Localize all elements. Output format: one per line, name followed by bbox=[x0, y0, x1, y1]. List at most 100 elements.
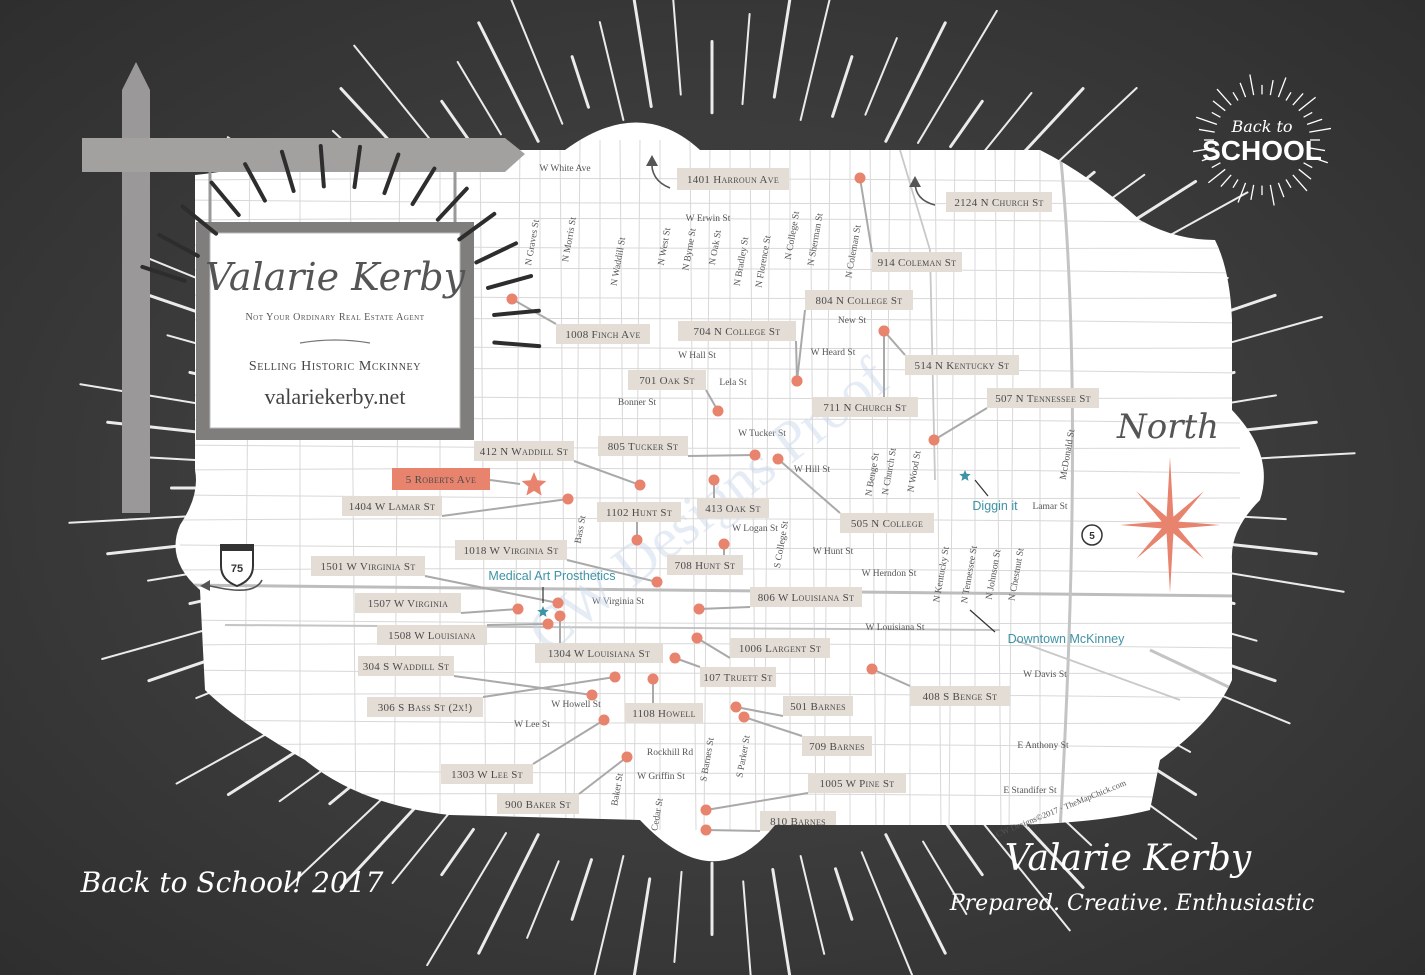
address-marker[interactable] bbox=[621, 751, 633, 763]
address-marker[interactable] bbox=[712, 405, 724, 417]
badge-ray bbox=[1196, 116, 1218, 126]
badge-ray bbox=[1277, 77, 1287, 98]
address-marker[interactable] bbox=[586, 689, 598, 701]
address-label-box bbox=[946, 192, 1052, 212]
address-marker[interactable] bbox=[718, 538, 730, 550]
address-marker[interactable] bbox=[634, 479, 646, 491]
badge-ray bbox=[1207, 168, 1226, 184]
address-label[interactable]: 1404 W Lamar St bbox=[349, 501, 435, 513]
address-marker[interactable] bbox=[598, 714, 610, 726]
address-label[interactable]: 107 Truett St bbox=[703, 672, 772, 684]
address-label[interactable]: 709 Barnes bbox=[809, 741, 865, 753]
poi-label[interactable]: Diggin it bbox=[972, 499, 1018, 513]
address-label[interactable]: 810 Barnes bbox=[770, 816, 826, 828]
home-star-marker[interactable] bbox=[521, 472, 547, 496]
ray bbox=[440, 827, 475, 877]
address-marker[interactable] bbox=[772, 453, 784, 465]
address-marker[interactable] bbox=[669, 652, 681, 664]
address-label[interactable]: 1501 W Virginia St bbox=[320, 561, 415, 573]
address-label[interactable]: 701 Oak St bbox=[639, 375, 695, 387]
address-marker[interactable] bbox=[693, 603, 705, 615]
address-label-box bbox=[441, 764, 533, 784]
address-marker[interactable] bbox=[700, 804, 712, 816]
address-label[interactable]: 804 N College St bbox=[816, 295, 903, 307]
address-marker[interactable] bbox=[878, 325, 890, 337]
sign-ray bbox=[486, 274, 534, 290]
address-marker[interactable] bbox=[542, 618, 554, 630]
road bbox=[749, 139, 757, 831]
address-label[interactable]: 711 N Church St bbox=[823, 402, 906, 414]
address-label-box bbox=[783, 696, 853, 716]
address-label[interactable]: 304 S Waddill St bbox=[363, 661, 450, 673]
address-marker[interactable] bbox=[749, 449, 761, 461]
address-label[interactable]: 1008 Finch Ave bbox=[565, 329, 640, 341]
leader-line bbox=[573, 460, 641, 486]
address-marker[interactable] bbox=[708, 474, 720, 486]
address-label[interactable]: 501 Barnes bbox=[790, 701, 846, 713]
address-label[interactable]: 1304 W Louisiana St bbox=[548, 648, 650, 660]
address-label[interactable]: 704 N College St bbox=[694, 326, 781, 338]
address-label[interactable]: 914 Coleman St bbox=[878, 257, 957, 269]
address-marker[interactable] bbox=[651, 576, 663, 588]
address-marker[interactable] bbox=[738, 711, 750, 723]
address-marker[interactable] bbox=[647, 673, 659, 685]
address-label[interactable]: 2124 N Church St bbox=[954, 197, 1043, 209]
address-label[interactable]: 1006 Largent St bbox=[739, 643, 821, 655]
ray bbox=[286, 783, 399, 889]
address-label[interactable]: 5 Roberts Ave bbox=[406, 474, 476, 486]
address-marker[interactable] bbox=[562, 493, 574, 505]
leader-line bbox=[735, 706, 784, 717]
address-marker[interactable] bbox=[631, 534, 643, 546]
badge-ray bbox=[1298, 168, 1312, 180]
address-marker[interactable] bbox=[506, 293, 518, 305]
address-label[interactable]: 408 S Benge St bbox=[923, 691, 998, 703]
sign-tagline: Not Your Ordinary Real Estate Agent bbox=[245, 312, 424, 323]
address-marker[interactable] bbox=[554, 610, 566, 622]
street-label: Rockhill Rd bbox=[647, 748, 693, 758]
address-label[interactable]: 1102 Hunt St bbox=[606, 507, 672, 519]
footer-left: Back to School! 2017 bbox=[80, 866, 384, 899]
address-label[interactable]: 900 Baker St bbox=[505, 799, 571, 811]
poi-star-marker[interactable] bbox=[959, 470, 971, 481]
ray bbox=[456, 60, 502, 136]
address-label[interactable]: 806 W Louisiana St bbox=[758, 592, 855, 604]
address-label[interactable]: 1508 W Louisiana bbox=[388, 630, 476, 642]
address-label[interactable]: 1018 W Virginia St bbox=[463, 545, 558, 557]
address-label[interactable]: 805 Tucker St bbox=[608, 441, 679, 453]
address-label[interactable]: 413 Oak St bbox=[705, 503, 761, 515]
address-label[interactable]: 1303 W Lee St bbox=[451, 769, 523, 781]
address-label[interactable]: 306 S Bass St (2x!) bbox=[378, 702, 473, 714]
address-marker[interactable] bbox=[730, 701, 742, 713]
address-marker[interactable] bbox=[854, 172, 866, 184]
address-marker[interactable] bbox=[691, 632, 703, 644]
address-marker[interactable] bbox=[928, 434, 940, 446]
address-label[interactable]: 1108 Howell bbox=[632, 708, 696, 720]
address-label[interactable]: 1005 W Pine St bbox=[820, 778, 895, 790]
address-marker[interactable] bbox=[512, 603, 524, 615]
address-label[interactable]: 412 N Waddill St bbox=[480, 446, 568, 458]
sign-rays bbox=[140, 143, 542, 349]
interstate-shield: 75 bbox=[200, 544, 263, 591]
address-label[interactable]: 505 N College bbox=[851, 518, 923, 530]
poi-label[interactable]: Downtown McKinney bbox=[1008, 632, 1125, 646]
address-marker[interactable] bbox=[866, 663, 878, 675]
address-label[interactable]: 514 N Kentucky St bbox=[915, 360, 1010, 372]
address-marker[interactable] bbox=[700, 824, 712, 836]
address-label[interactable]: 1507 W Virginia bbox=[368, 598, 448, 610]
address-label[interactable]: 507 N Tennessee St bbox=[995, 393, 1091, 405]
street-label: W Howell St bbox=[551, 700, 601, 710]
address-label[interactable]: 1401 Harroun Ave bbox=[687, 174, 779, 186]
ray bbox=[477, 21, 540, 143]
address-marker[interactable] bbox=[791, 375, 803, 387]
ray bbox=[884, 21, 947, 143]
address-marker[interactable] bbox=[552, 597, 564, 609]
poi-star-marker[interactable] bbox=[537, 606, 549, 617]
address-marker[interactable] bbox=[609, 671, 621, 683]
address-label-box bbox=[342, 496, 442, 516]
sign-divider bbox=[299, 339, 371, 344]
leader-lines bbox=[424, 177, 996, 832]
ray bbox=[916, 9, 998, 144]
address-label[interactable]: 708 Hunt St bbox=[675, 560, 736, 572]
poi-label[interactable]: Medical Art Prosthetics bbox=[488, 569, 615, 583]
ray bbox=[742, 880, 752, 975]
